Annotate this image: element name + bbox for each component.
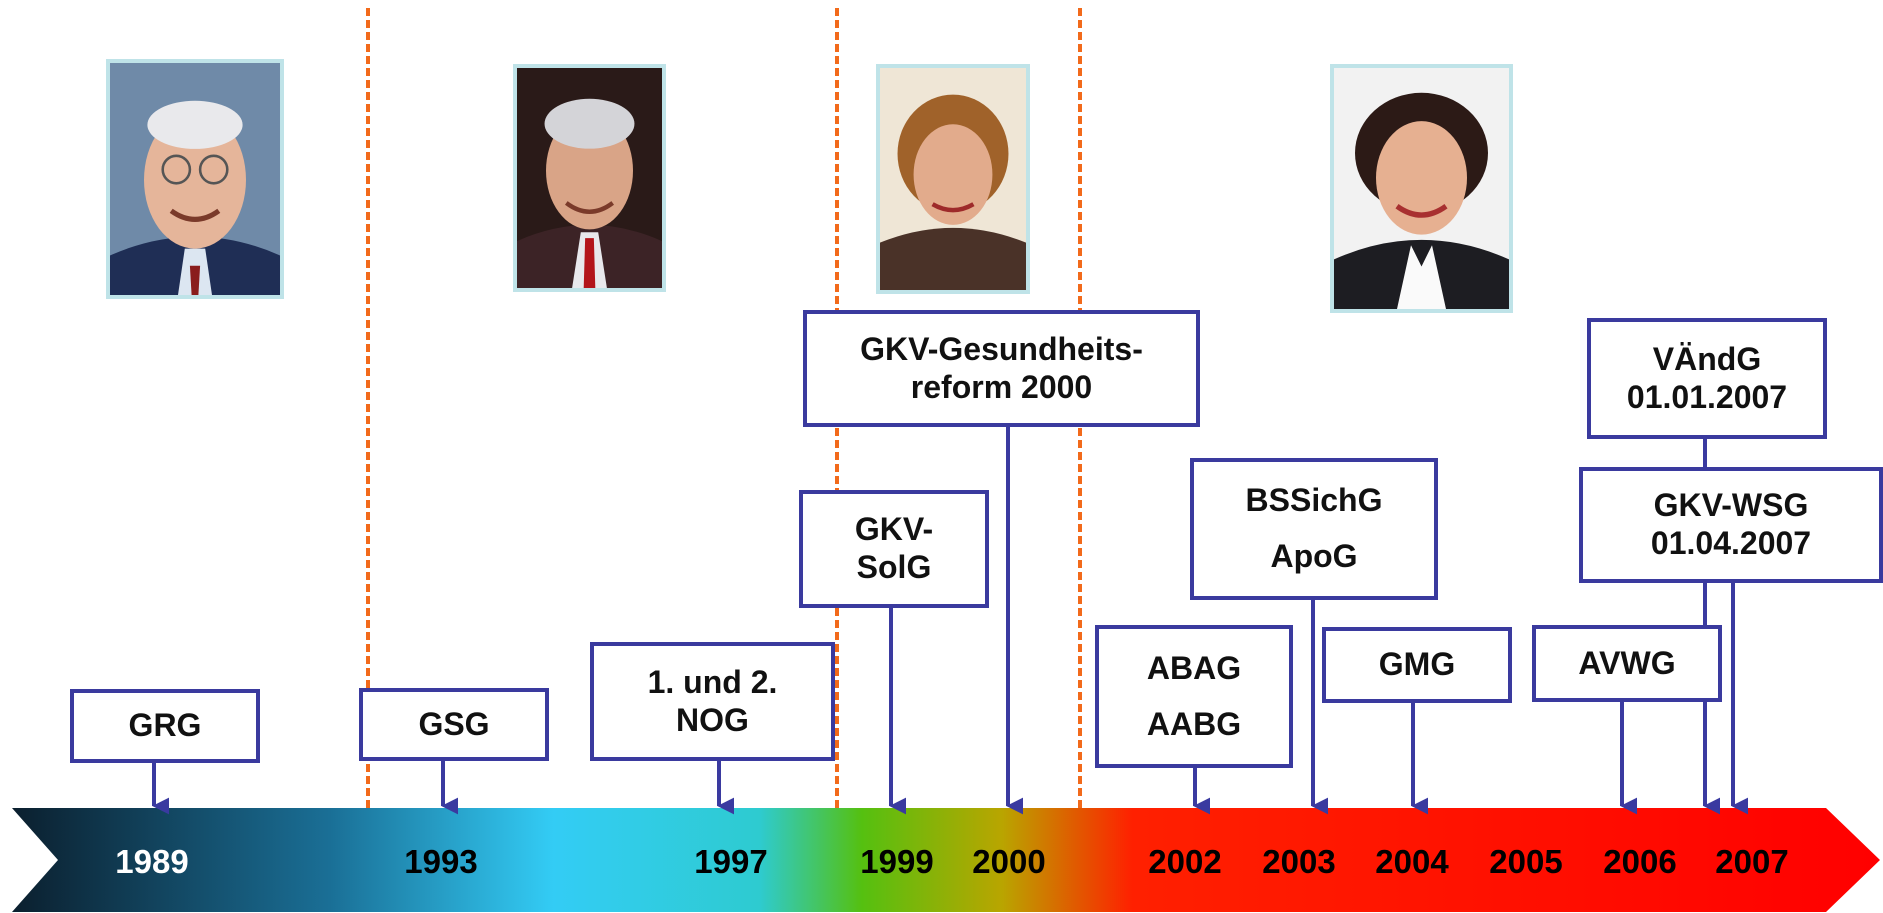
- divider-line-1: [366, 8, 370, 808]
- year-label-2007: 2007: [1715, 843, 1789, 880]
- law-label-reform-line2: reform 2000: [910, 368, 1093, 405]
- year-label-1993: 1993: [404, 843, 478, 880]
- law-box-bssichg-apog: BSSichG ApoG: [1190, 458, 1438, 600]
- law-box-avwg: AVWG: [1532, 625, 1722, 702]
- law-box-gsg: GSG: [359, 688, 549, 761]
- law-label-gsg: GSG: [418, 705, 490, 742]
- law-box-abag-aabg: ABAG AABG: [1095, 625, 1293, 768]
- portrait-photo-3: [876, 64, 1030, 294]
- year-label-1997: 1997: [694, 843, 768, 880]
- law-label-vandg-line2: 01.01.2007: [1626, 378, 1788, 415]
- year-label-2002: 2002: [1148, 843, 1222, 880]
- portrait-photo-2: [513, 64, 666, 292]
- law-label-gmg: GMG: [1378, 646, 1456, 683]
- law-box-gkv-reform-2000: GKV-Gesundheits- reform 2000: [803, 310, 1200, 427]
- law-box-gkv-wsg: GKV-WSG 01.04.2007: [1579, 467, 1883, 583]
- law-box-gmg: GMG: [1322, 627, 1512, 703]
- law-label-solg-line1: GKV-: [854, 511, 934, 548]
- law-label-wsg-line1: GKV-WSG: [1653, 487, 1809, 524]
- year-label-2003: 2003: [1262, 843, 1336, 880]
- law-label-abag: ABAG: [1146, 649, 1242, 686]
- law-box-grg: GRG: [70, 689, 260, 763]
- year-label-2004: 2004: [1375, 843, 1449, 880]
- law-label-bssichg: BSSichG: [1245, 482, 1383, 519]
- law-box-vandg: VÄndG 01.01.2007: [1587, 318, 1827, 439]
- law-label-aabg: AABG: [1146, 705, 1242, 742]
- portrait-photo-1: [106, 59, 284, 299]
- year-label-2005: 2005: [1489, 843, 1563, 880]
- year-label-1989: 1989: [115, 843, 189, 880]
- law-label-wsg-line2: 01.04.2007: [1650, 525, 1812, 561]
- year-label-2000: 2000: [972, 843, 1046, 880]
- law-label-vandg-line1: VÄndG: [1652, 340, 1762, 377]
- law-label-nog-line1: 1. und 2.: [647, 663, 778, 700]
- law-box-nog: 1. und 2. NOG: [590, 642, 835, 761]
- law-label-solg-line2: SolG: [856, 549, 932, 585]
- law-label-nog-line2: NOG: [676, 701, 749, 738]
- year-label-2006: 2006: [1603, 843, 1677, 880]
- law-label-grg: GRG: [128, 707, 202, 744]
- law-label-reform-line1: GKV-Gesundheits-: [860, 330, 1143, 367]
- law-box-gkv-solg: GKV- SolG: [799, 490, 989, 608]
- portrait-photo-4: [1330, 64, 1513, 313]
- year-label-1999: 1999: [860, 843, 934, 880]
- law-label-avwg: AVWG: [1578, 644, 1676, 681]
- law-label-apog: ApoG: [1270, 538, 1358, 574]
